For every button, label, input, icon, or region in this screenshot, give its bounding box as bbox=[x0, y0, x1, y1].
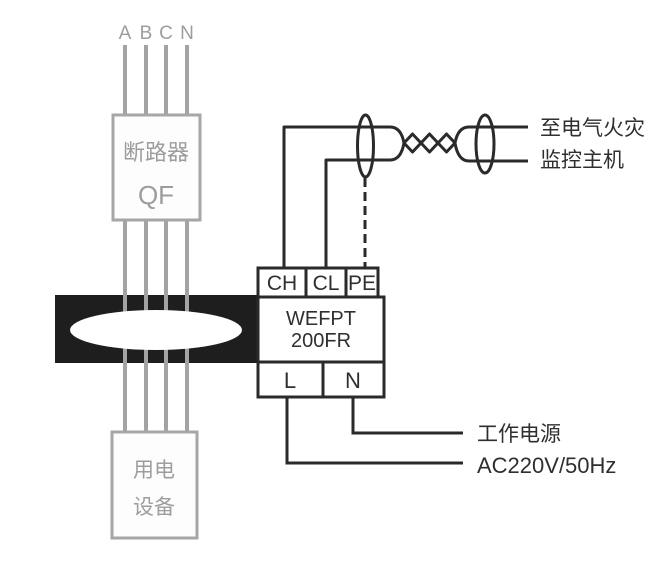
cable-shield-right bbox=[474, 113, 496, 175]
breaker-box: 断路器 QF bbox=[111, 113, 202, 222]
signal-wire-out-top bbox=[453, 125, 528, 144]
terminal-l-box bbox=[256, 360, 325, 399]
load-label-line2: 设备 bbox=[133, 496, 175, 519]
power-label-line2: AC220V/50Hz bbox=[477, 453, 616, 478]
phase-label-c: C bbox=[159, 23, 173, 44]
device-name-line2: 200FR bbox=[291, 330, 351, 352]
annotations: 至电气火灾 监控主机 工作电源 AC220V/50Hz bbox=[477, 117, 645, 478]
phase-wires bbox=[123, 45, 189, 432]
phase-label-a: A bbox=[119, 23, 132, 44]
cable-shield-left bbox=[356, 113, 375, 179]
twisted-pair-upper bbox=[402, 132, 457, 145]
power-label-line1: 工作电源 bbox=[477, 423, 561, 446]
terminal-pe-label: PE bbox=[348, 272, 376, 295]
power-wire-l bbox=[285, 397, 463, 465]
terminal-l-label: L bbox=[284, 368, 296, 393]
phase-label-n: N bbox=[180, 23, 194, 44]
breaker-label-line2: QF bbox=[138, 180, 174, 210]
terminal-cl-label: CL bbox=[313, 272, 340, 295]
signal-wire-ch bbox=[282, 125, 406, 268]
load-label-line1: 用电 bbox=[133, 459, 175, 482]
signal-wire-cl bbox=[324, 142, 406, 268]
ct-ring-window bbox=[70, 310, 242, 350]
terminal-ch-label: CH bbox=[267, 272, 297, 295]
twisted-pair-lower bbox=[402, 141, 457, 154]
signal-wiring bbox=[282, 113, 528, 268]
breaker-label-line1: 断路器 bbox=[123, 140, 189, 165]
phase-label-b: B bbox=[140, 23, 153, 44]
detector-device: CH CL PE WEFPT 200FR L N bbox=[256, 266, 386, 399]
terminal-n-label: N bbox=[345, 368, 361, 393]
detector-body bbox=[256, 295, 386, 364]
breaker-outline bbox=[111, 113, 202, 222]
device-name-line1: WEFPT bbox=[286, 308, 356, 330]
load-box: 用电 设备 bbox=[110, 430, 199, 540]
power-wire-n bbox=[351, 397, 463, 435]
power-wiring bbox=[285, 397, 463, 465]
load-outline bbox=[110, 430, 199, 540]
monitor-label-line1: 至电气火灾 bbox=[540, 117, 645, 140]
phase-labels: A B C N bbox=[119, 23, 194, 44]
signal-wire-out-bottom bbox=[453, 142, 528, 163]
monitor-label-line2: 监控主机 bbox=[540, 149, 624, 172]
